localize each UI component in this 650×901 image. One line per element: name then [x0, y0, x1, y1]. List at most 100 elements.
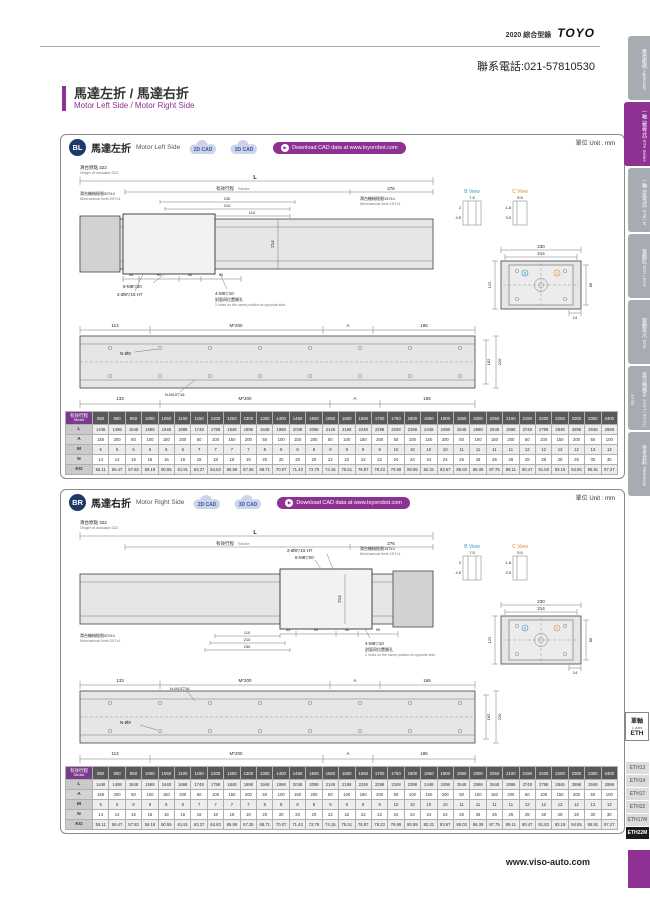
- download-cad-button[interactable]: ▶ Download CAD data at www.toyorobot.com: [273, 141, 406, 154]
- value-cell: 12: [551, 444, 569, 455]
- dim-276: 276: [387, 186, 395, 191]
- value-cell: 2898: [567, 424, 586, 435]
- dim-m200b: M*200: [229, 751, 243, 756]
- value-cell: 68.71: [256, 819, 274, 830]
- value-cell: 2598: [469, 424, 487, 435]
- value-cell: 50: [256, 434, 274, 445]
- value-cell: 82.31: [420, 464, 438, 475]
- model-eth22m[interactable]: ETH22M: [626, 827, 649, 839]
- model-eth17[interactable]: ETH17: [626, 788, 649, 800]
- stroke-col-header: 1450: [288, 766, 307, 780]
- cad-3d-button[interactable]: 3D CAD: [230, 494, 266, 511]
- value-cell: 200: [502, 434, 520, 445]
- value-cell: 56.47: [108, 464, 126, 475]
- value-cell: 2948: [584, 424, 602, 435]
- dim-182: 182: [486, 713, 491, 720]
- value-cell: 200: [108, 434, 126, 445]
- dim-b-2: 2: [459, 560, 462, 565]
- footer-url[interactable]: www.viso-auto.com: [505, 857, 590, 867]
- value-cell: 67.35: [239, 464, 258, 475]
- value-cell: 18: [223, 454, 241, 465]
- dim-b-45: 4.5: [455, 215, 461, 220]
- dim-b-45: 4.5: [455, 570, 461, 575]
- value-cell: 82.31: [420, 819, 438, 830]
- value-cell: 22: [370, 454, 389, 465]
- value-cell: 30: [584, 454, 602, 465]
- value-cell: 9: [321, 799, 340, 810]
- value-cell: 100: [206, 789, 225, 800]
- value-cell: 67.35: [239, 819, 258, 830]
- value-cell: 22: [354, 809, 372, 820]
- value-cell: 61.91: [174, 464, 192, 475]
- value-cell: 86.39: [469, 819, 487, 830]
- value-cell: 65.99: [223, 819, 241, 830]
- sidebar-tab-xy-series[interactable]: 直交機械手 XYGT | XYTH | XYTB: [628, 366, 650, 430]
- tab-label-en: ETH Series: [642, 140, 647, 162]
- dim-35: 35: [286, 627, 291, 632]
- b-mark-label: B: [524, 627, 527, 631]
- sidebar-tab-gch-ech[interactable]: 電動缸 GCH | ECH: [628, 234, 650, 298]
- model-eth17m[interactable]: ETH17M: [626, 814, 649, 826]
- row-label: L: [65, 424, 93, 435]
- value-cell: 26: [469, 454, 487, 465]
- sidebar-tab-reference[interactable]: 參考資料 Reference: [628, 432, 650, 496]
- dim-90: 90: [314, 627, 319, 632]
- value-cell: 12: [567, 444, 586, 455]
- stroke-col-header: 1700: [370, 411, 389, 425]
- dim-210: 210: [244, 637, 251, 642]
- value-cell: 150: [485, 789, 504, 800]
- value-cell: 24: [420, 454, 438, 465]
- c-section-mark: [553, 624, 561, 632]
- value-cell: 11: [452, 444, 471, 455]
- stroke-col-header: 1250: [223, 411, 241, 425]
- dim-n-m10: N-M10▽16: [170, 686, 190, 691]
- value-cell: 16: [157, 454, 176, 465]
- value-cell: 1648: [157, 779, 176, 790]
- value-cell: 50: [190, 434, 208, 445]
- dim-end-122: 122: [487, 281, 492, 288]
- value-cell: 72.79: [305, 464, 323, 475]
- value-cell: 50: [518, 434, 536, 445]
- dim-opp-en: 2 holes on the same position at opposite…: [365, 653, 436, 657]
- stroke-col-header: 2150: [518, 766, 536, 780]
- cad-3d-button[interactable]: 3D CAD: [226, 139, 262, 156]
- value-cell: 200: [239, 434, 258, 445]
- model-eth13[interactable]: ETH13: [626, 762, 649, 774]
- cad-2d-label: 2D CAD: [194, 147, 213, 153]
- row-label: L: [65, 779, 93, 790]
- stroke-col-header: 1350: [256, 766, 274, 780]
- value-cell: 79.59: [387, 464, 405, 475]
- model-eth22[interactable]: ETH22: [626, 801, 649, 813]
- c-mark-label: C: [556, 627, 559, 631]
- dim-L: L: [253, 530, 257, 536]
- value-cell: 14: [108, 809, 126, 820]
- value-cell: 55.11: [91, 819, 110, 830]
- dim-m200b: M*200: [238, 396, 252, 401]
- value-cell: 61.91: [174, 819, 192, 830]
- value-cell: 28: [534, 454, 553, 465]
- sidebar-tab-ecb[interactable]: 電動夾爪 ECB: [628, 300, 650, 364]
- panel-title-en: Motor Left Side: [136, 144, 181, 151]
- value-cell: 8: [256, 799, 274, 810]
- value-cell: 20: [272, 454, 290, 465]
- sidebar-tab-eth-series[interactable]: 一軸 (螺桿式) ETH Series: [624, 102, 650, 166]
- value-cell: 150: [288, 434, 307, 445]
- panel-header: BR 馬達右折 Motor Right Side 2D CAD 3D CAD ▶…: [69, 494, 410, 511]
- value-cell: 7: [206, 799, 225, 810]
- sidebar-tab-etb[interactable]: 一軸 (皮帶式) ETB | M: [628, 168, 650, 232]
- dim-50: 50: [345, 627, 350, 632]
- value-cell: 2198: [338, 779, 356, 790]
- model-eth14[interactable]: ETH14: [626, 775, 649, 787]
- series-box: 單軸 1 axis ETH: [625, 712, 649, 741]
- cad-2d-button[interactable]: 2D CAD: [185, 139, 221, 156]
- value-cell: 13: [600, 799, 619, 810]
- cad-2d-button[interactable]: 2D CAD: [189, 494, 225, 511]
- value-cell: 16: [141, 454, 159, 465]
- value-cell: 16: [124, 809, 143, 820]
- value-cell: 6: [174, 799, 192, 810]
- sidebar-tab-application[interactable]: 應用範例 Application: [628, 36, 650, 100]
- download-cad-button[interactable]: ▶ Download CAD data at www.toyorobot.com: [277, 496, 410, 509]
- value-cell: 1848: [223, 424, 241, 435]
- dim-214: 214: [337, 595, 342, 603]
